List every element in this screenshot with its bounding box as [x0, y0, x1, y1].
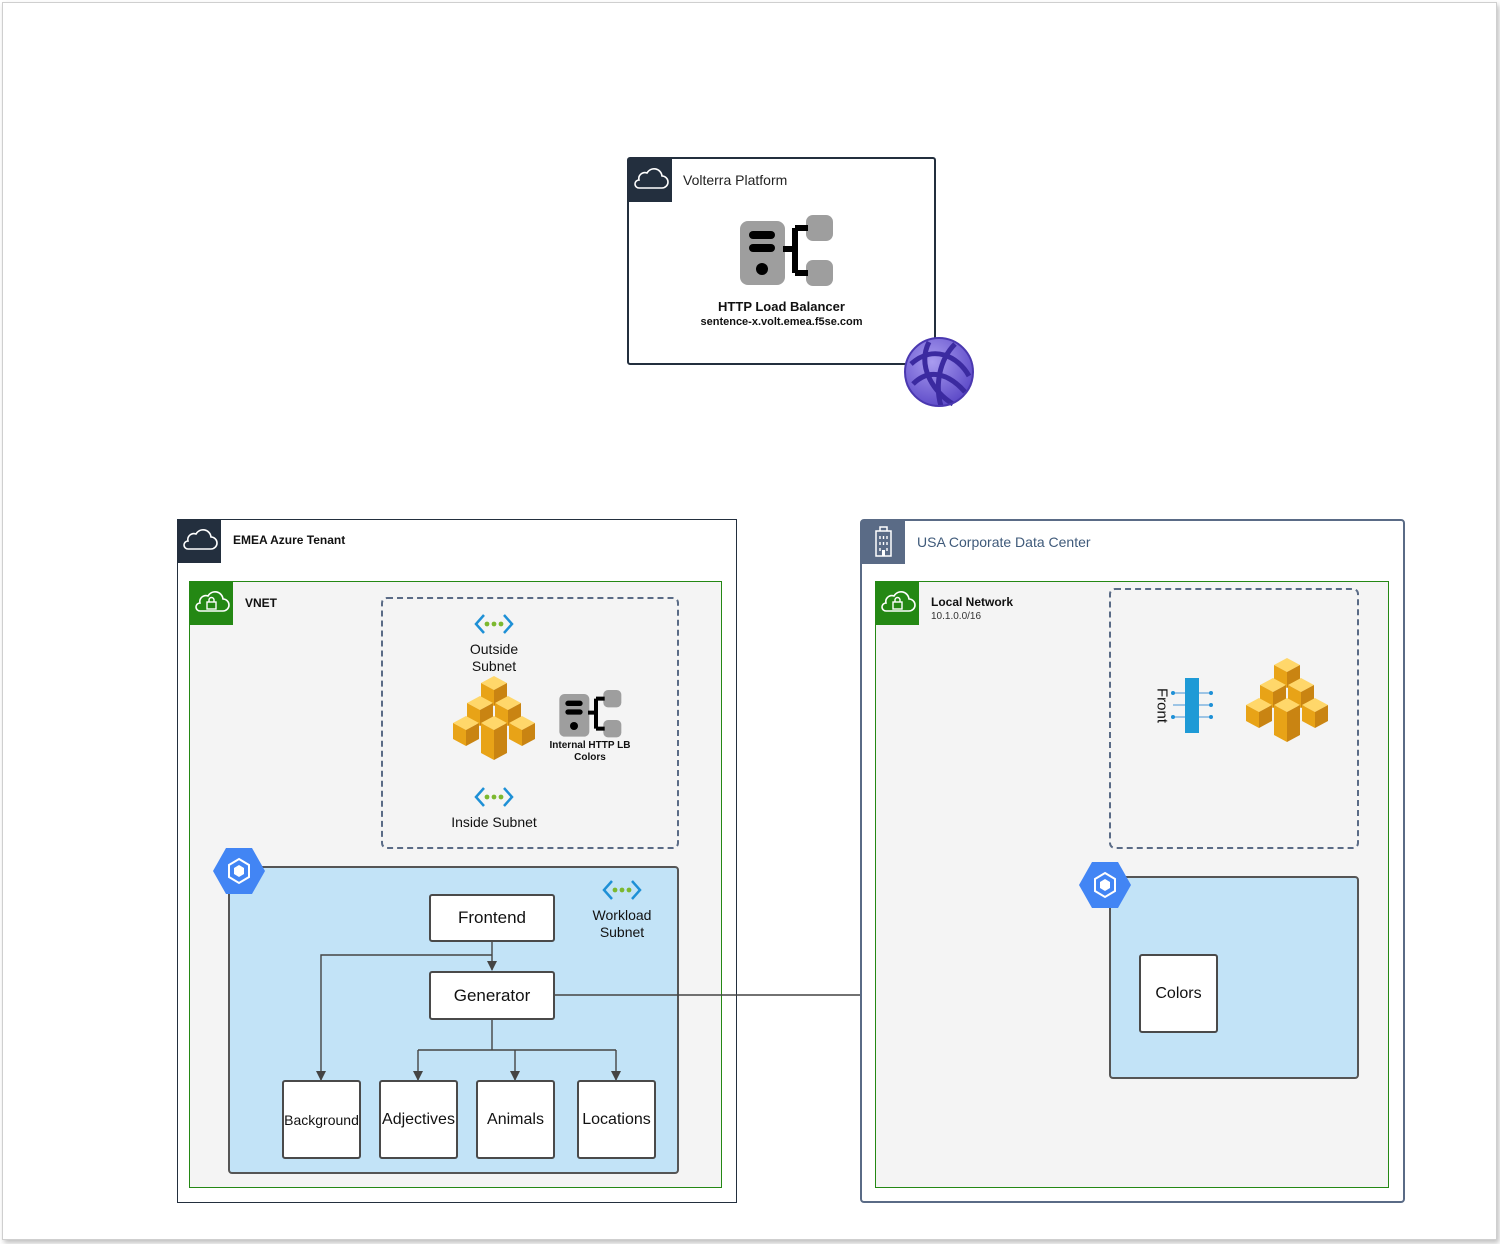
- cube-stack-icon: [453, 676, 535, 760]
- building-icon: [862, 521, 905, 564]
- inside-subnet-label: Inside Subnet: [451, 814, 537, 830]
- local-network-lock-icon: [876, 582, 919, 625]
- usa-data-center-title: USA Corporate Data Center: [917, 534, 1091, 550]
- outside-inside-subnet-area[interactable]: [381, 597, 679, 849]
- locations-label: Locations: [582, 1110, 651, 1128]
- frontend-service[interactable]: Frontend: [429, 894, 555, 942]
- http-load-balancer-label: HTTP Load Balancer: [718, 299, 845, 314]
- locations-service[interactable]: Locations: [577, 1080, 656, 1159]
- local-network-label: Local Network: [931, 595, 1014, 609]
- internal-http-lb-label: Internal HTTP LB Colors: [549, 740, 631, 763]
- usa-edge-area[interactable]: [1109, 588, 1359, 849]
- animals-label: Animals: [487, 1110, 544, 1128]
- adjectives-service[interactable]: Adjectives: [379, 1080, 458, 1159]
- subnet-icon: [474, 785, 514, 809]
- vnet-label: VNET: [245, 596, 278, 610]
- colors-service[interactable]: Colors: [1139, 954, 1218, 1033]
- vnet-lock-icon: [190, 582, 233, 625]
- load-balancer-domain: sentence-x.volt.emea.f5se.com: [700, 316, 863, 328]
- generator-service[interactable]: Generator: [429, 971, 555, 1020]
- cloud-header-icon: [629, 159, 672, 202]
- internal-load-balancer-icon: [559, 690, 623, 738]
- workload-subnet-label: Workload Subnet: [592, 907, 652, 940]
- colors-label: Colors: [1155, 984, 1202, 1002]
- volterra-platform-title: Volterra Platform: [683, 172, 788, 188]
- frontend-label: Frontend: [457, 908, 527, 927]
- load-balancer-icon: [740, 215, 835, 287]
- background-label: Background: [284, 1111, 359, 1128]
- globe-icon: [903, 336, 975, 408]
- subnet-icon: [474, 612, 514, 636]
- adjectives-label: Adjectives: [382, 1110, 455, 1128]
- cube-stack-icon: [1246, 658, 1328, 742]
- volterra-platform-group[interactable]: Volterra Platform HTTP Load Balancer sen…: [627, 157, 936, 365]
- local-network-cidr: 10.1.0.0/16: [931, 611, 982, 622]
- generator-bus-connector: [418, 1019, 616, 1051]
- generator-label: Generator: [453, 985, 531, 1005]
- kubernetes-engine-icon: [1078, 860, 1132, 910]
- background-service[interactable]: Background: [282, 1080, 361, 1159]
- network-interface-icon: [1167, 677, 1217, 735]
- subnet-icon: [602, 878, 642, 902]
- outside-subnet-label: Outside Subnet: [469, 641, 519, 674]
- cloud-header-icon: [178, 520, 221, 563]
- emea-tenant-title: EMEA Azure Tenant: [233, 533, 346, 547]
- kubernetes-engine-icon: [212, 846, 266, 896]
- frontend-to-background-connector: [316, 954, 492, 1081]
- animals-service[interactable]: Animals: [476, 1080, 555, 1159]
